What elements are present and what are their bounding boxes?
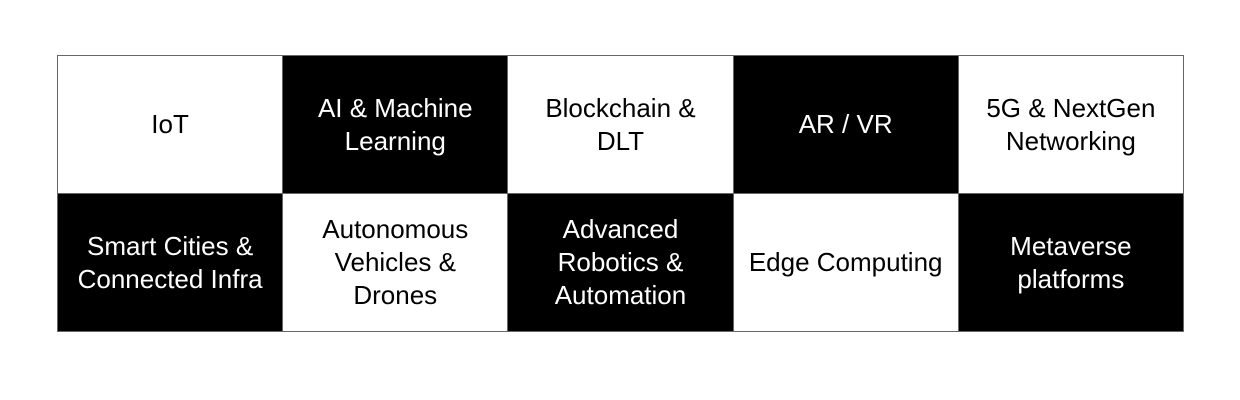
grid-cell-iot: IoT [56, 55, 284, 194]
grid-cell-advanced-robotics-automation: Advanced Robotics & Automation [507, 193, 734, 332]
grid-cell-blockchain-dlt: Blockchain & DLT [507, 55, 734, 194]
grid-cell-ai-machine-learning: AI & Machine Learning [282, 55, 509, 194]
technology-grid-table: IoT AI & Machine Learning Blockchain & D… [56, 55, 1185, 332]
grid-cell-smart-cities-connected-infra: Smart Cities & Connected Infra [56, 193, 284, 332]
grid-cell-autonomous-vehicles-drones: Autonomous Vehicles & Drones [282, 193, 509, 332]
grid-cell-ar-vr: AR / VR [732, 55, 959, 194]
grid-cell-edge-computing: Edge Computing [732, 193, 959, 332]
grid-cell-5g-nextgen-networking: 5G & NextGen Networking [957, 55, 1185, 194]
grid-cell-metaverse-platforms: Metaverse platforms [957, 193, 1185, 332]
grid-row-1: IoT AI & Machine Learning Blockchain & D… [56, 55, 1185, 194]
grid-row-2: Smart Cities & Connected Infra Autonomou… [56, 193, 1185, 332]
